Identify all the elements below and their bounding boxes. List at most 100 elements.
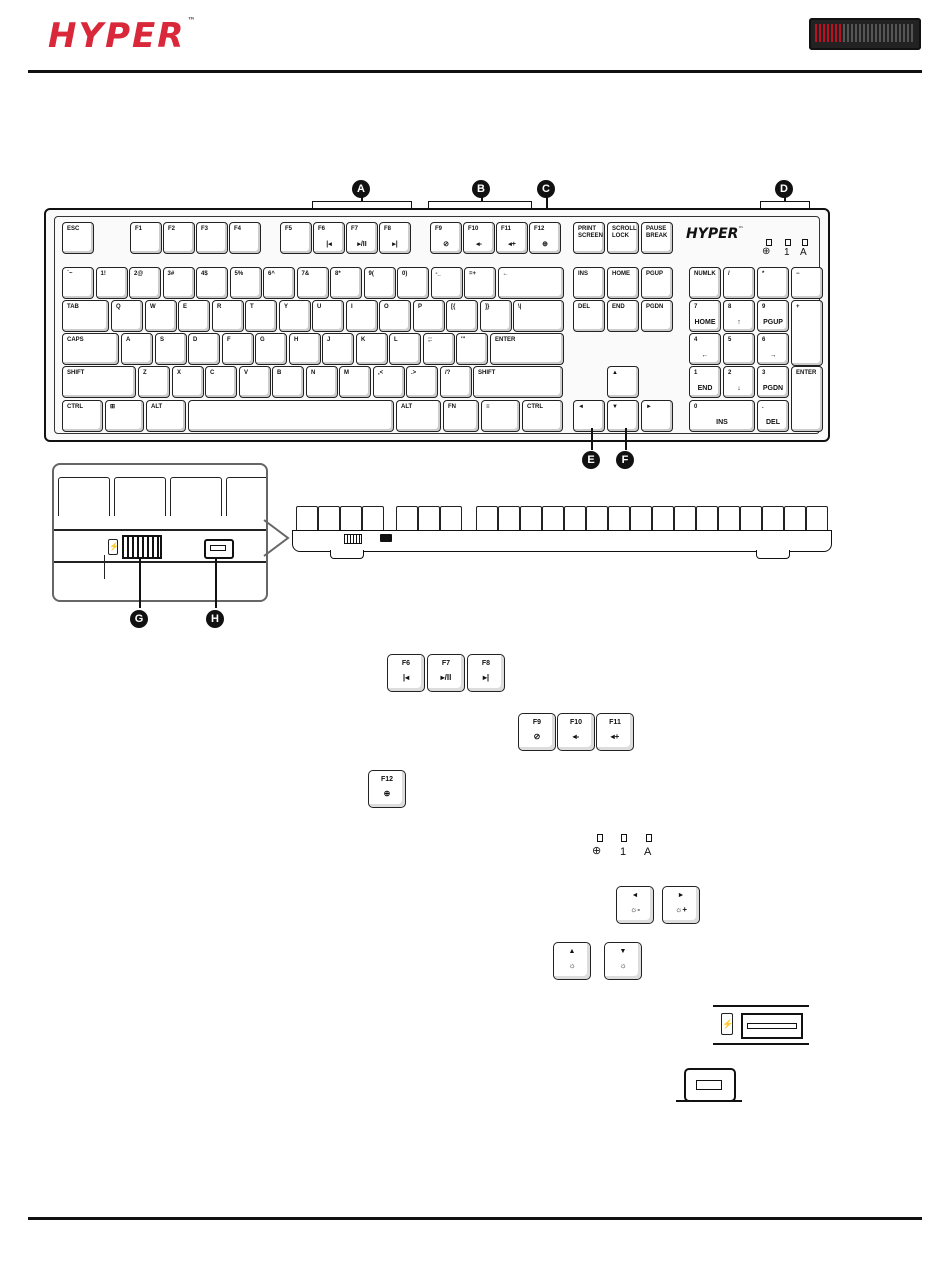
key-label: NUMLK bbox=[694, 271, 716, 277]
key-label: . bbox=[762, 404, 764, 410]
key-sublabel: HOME bbox=[694, 318, 716, 326]
key-label: 3 bbox=[762, 370, 766, 376]
key-a: A bbox=[121, 333, 153, 365]
key-pgdn: PGDN bbox=[641, 300, 673, 332]
key-label: HOME bbox=[612, 271, 630, 277]
legend-key-label: F7 bbox=[441, 660, 451, 667]
mini-usb-port[interactable] bbox=[204, 539, 234, 559]
key-label: 2@ bbox=[134, 271, 144, 277]
key-o: O bbox=[379, 300, 411, 332]
usb-passthrough-port[interactable] bbox=[122, 535, 162, 559]
legend-key-sublabel: ▸/II bbox=[440, 673, 452, 682]
key-label: TAB bbox=[67, 304, 79, 310]
key-label: W bbox=[150, 304, 156, 310]
side-mini-usb bbox=[380, 534, 392, 542]
logo-text: HYPER bbox=[48, 16, 186, 56]
key-: -_ bbox=[430, 267, 463, 299]
side-keycap bbox=[696, 506, 718, 531]
legend-key-label: ◄ bbox=[631, 892, 639, 899]
key-: ← bbox=[497, 267, 564, 299]
legend-key-media-1: F7 ▸/II bbox=[427, 654, 465, 692]
legend-usb-port: ⚡ bbox=[713, 1003, 809, 1045]
side-keycap bbox=[762, 506, 784, 531]
key-caps: CAPS bbox=[62, 333, 119, 365]
key-label: I bbox=[351, 304, 353, 310]
key-2: 2↓ bbox=[723, 366, 755, 398]
legend-key-volume-0: F9⊘ bbox=[518, 713, 556, 751]
key-label: SCROLL LOCK bbox=[612, 226, 637, 240]
led-caps-lock bbox=[802, 239, 808, 246]
key-label: ▲ bbox=[612, 370, 618, 376]
key-: ;: bbox=[423, 333, 455, 365]
callout-c: C bbox=[537, 180, 555, 198]
key-space bbox=[188, 400, 394, 432]
side-keycap bbox=[418, 506, 440, 531]
zoom-pointer bbox=[263, 519, 290, 557]
key-label: ESC bbox=[67, 226, 80, 232]
key-sublabel: ▸/II bbox=[357, 240, 367, 248]
phone-charge-icon: ⚡ bbox=[108, 539, 119, 555]
key-2: 2@ bbox=[129, 267, 161, 299]
key-label: 7& bbox=[301, 271, 310, 277]
key-label: Q bbox=[116, 304, 121, 310]
keyboard-logo-text: HYPER bbox=[686, 226, 739, 242]
key-label: /? bbox=[445, 370, 451, 376]
key-sublabel: ← bbox=[701, 351, 709, 359]
side-keycap bbox=[784, 506, 806, 531]
side-keycap bbox=[806, 506, 828, 531]
key-label: J bbox=[327, 337, 331, 343]
key-: − bbox=[791, 267, 823, 299]
key-label: 2 bbox=[728, 370, 732, 376]
key-8: 8* bbox=[330, 267, 362, 299]
key-: ► bbox=[641, 400, 673, 432]
key-label: 9( bbox=[368, 271, 374, 277]
key-label: CTRL bbox=[527, 404, 543, 410]
keyboard-thumbnail bbox=[809, 18, 921, 50]
key-q: Q bbox=[111, 300, 143, 332]
key-label: Y bbox=[284, 304, 289, 310]
legend-led-game bbox=[597, 834, 603, 842]
callout-d: D bbox=[775, 180, 793, 198]
key-label: N bbox=[311, 370, 316, 376]
key-label: F bbox=[227, 337, 231, 343]
key-r: R bbox=[212, 300, 244, 332]
legend-key-lr-1: ►☼+ bbox=[662, 886, 700, 924]
legend-key-sublabel: ☼- bbox=[630, 905, 640, 914]
key-label: Z bbox=[143, 370, 147, 376]
key-label: A bbox=[126, 337, 131, 343]
key-label: K bbox=[361, 337, 366, 343]
legend-key-label: F12 bbox=[380, 776, 394, 783]
key-label: F2 bbox=[168, 226, 176, 232]
key-: + bbox=[791, 300, 823, 366]
key-f11: F11◂+ bbox=[496, 222, 528, 254]
key-b: B bbox=[272, 366, 304, 398]
key-label: ⊞ bbox=[110, 404, 116, 410]
key-label: P bbox=[418, 304, 423, 310]
legend-key-sublabel: ▸| bbox=[482, 673, 490, 682]
key-label: CAPS bbox=[67, 337, 84, 343]
key-label: PAUSE BREAK bbox=[646, 226, 668, 240]
key-pause-break: PAUSE BREAK bbox=[641, 222, 673, 254]
led-label-game: ⊕ bbox=[762, 246, 771, 257]
key-sublabel: END bbox=[697, 384, 713, 392]
key-z: Z bbox=[138, 366, 170, 398]
side-keycap bbox=[396, 506, 418, 531]
key-label: ALT bbox=[401, 404, 413, 410]
key-label: ◄ bbox=[578, 404, 584, 410]
key-label: 8* bbox=[335, 271, 341, 277]
key-sublabel: DEL bbox=[766, 418, 780, 426]
legend-phone-charge-icon: ⚡ bbox=[721, 1013, 733, 1035]
key-label: ← bbox=[502, 271, 509, 277]
key-5: 5 bbox=[723, 333, 755, 365]
key-t: T bbox=[245, 300, 277, 332]
key-label: ≡ bbox=[486, 404, 490, 410]
key-: ▲ bbox=[607, 366, 639, 398]
callout-f: F bbox=[616, 451, 634, 469]
keyboard-logo: HYPER™ bbox=[686, 226, 743, 242]
key-ins: INS bbox=[573, 267, 605, 299]
key-label: 4 bbox=[694, 337, 698, 343]
key-label: SHIFT bbox=[478, 370, 496, 376]
legend-key-media-2: F8▸| bbox=[467, 654, 505, 692]
key-: ▼ bbox=[607, 400, 639, 432]
